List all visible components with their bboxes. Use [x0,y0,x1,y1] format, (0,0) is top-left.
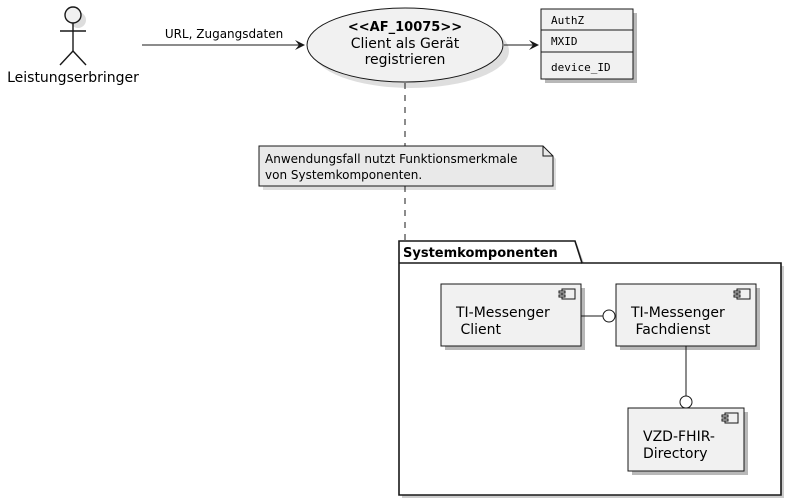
provided-interface-icon [602,309,616,323]
component-label-line2: Client [456,322,501,338]
component-label-line1: TI-Messenger [455,305,550,321]
component-label-line2: Fachdienst [631,322,711,338]
component-ti-messenger-client: TI-Messenger Client [440,283,585,350]
usecase-af-10075: <<AF_10075>> Client als Gerät registrier… [306,7,509,88]
usecase-title-line1: Client als Gerät [351,36,460,52]
component-label-line2: Directory [643,446,708,462]
component-label-line1: VZD-FHIR- [643,429,715,445]
component-label-line1: TI-Messenger [630,305,725,321]
component-vzd-fhir-directory: VZD-FHIR- Directory [627,407,748,475]
provided-interface-icon [679,395,693,409]
note: Anwendungsfall nutzt Funktionsmerkmale v… [258,145,556,190]
actor-label: Leistungserbringer [7,70,139,86]
actor-leistungserbringer: Leistungserbringer [7,6,139,86]
data-item-device-id: device_ID [551,61,611,74]
component-ti-messenger-fachdienst: TI-Messenger Fachdienst [615,283,760,350]
component-icon [558,288,576,300]
flow-arrow: URL, Zugangsdaten [142,27,305,50]
package-title: Systemkomponenten [403,246,558,261]
flow-label: URL, Zugangsdaten [165,27,283,41]
data-item-mxid: MXID [551,35,578,48]
usecase-stereotype: <<AF_10075>> [348,20,462,35]
usecase-title-line2: registrieren [365,52,446,68]
data-item-authz: AuthZ [551,14,584,27]
note-line2: von Systemkomponenten. [265,168,422,182]
data-box: AuthZ MXID device_ID [540,8,637,83]
component-icon [721,412,739,424]
component-icon [733,288,751,300]
note-line1: Anwendungsfall nutzt Funktionsmerkmale [265,152,517,166]
